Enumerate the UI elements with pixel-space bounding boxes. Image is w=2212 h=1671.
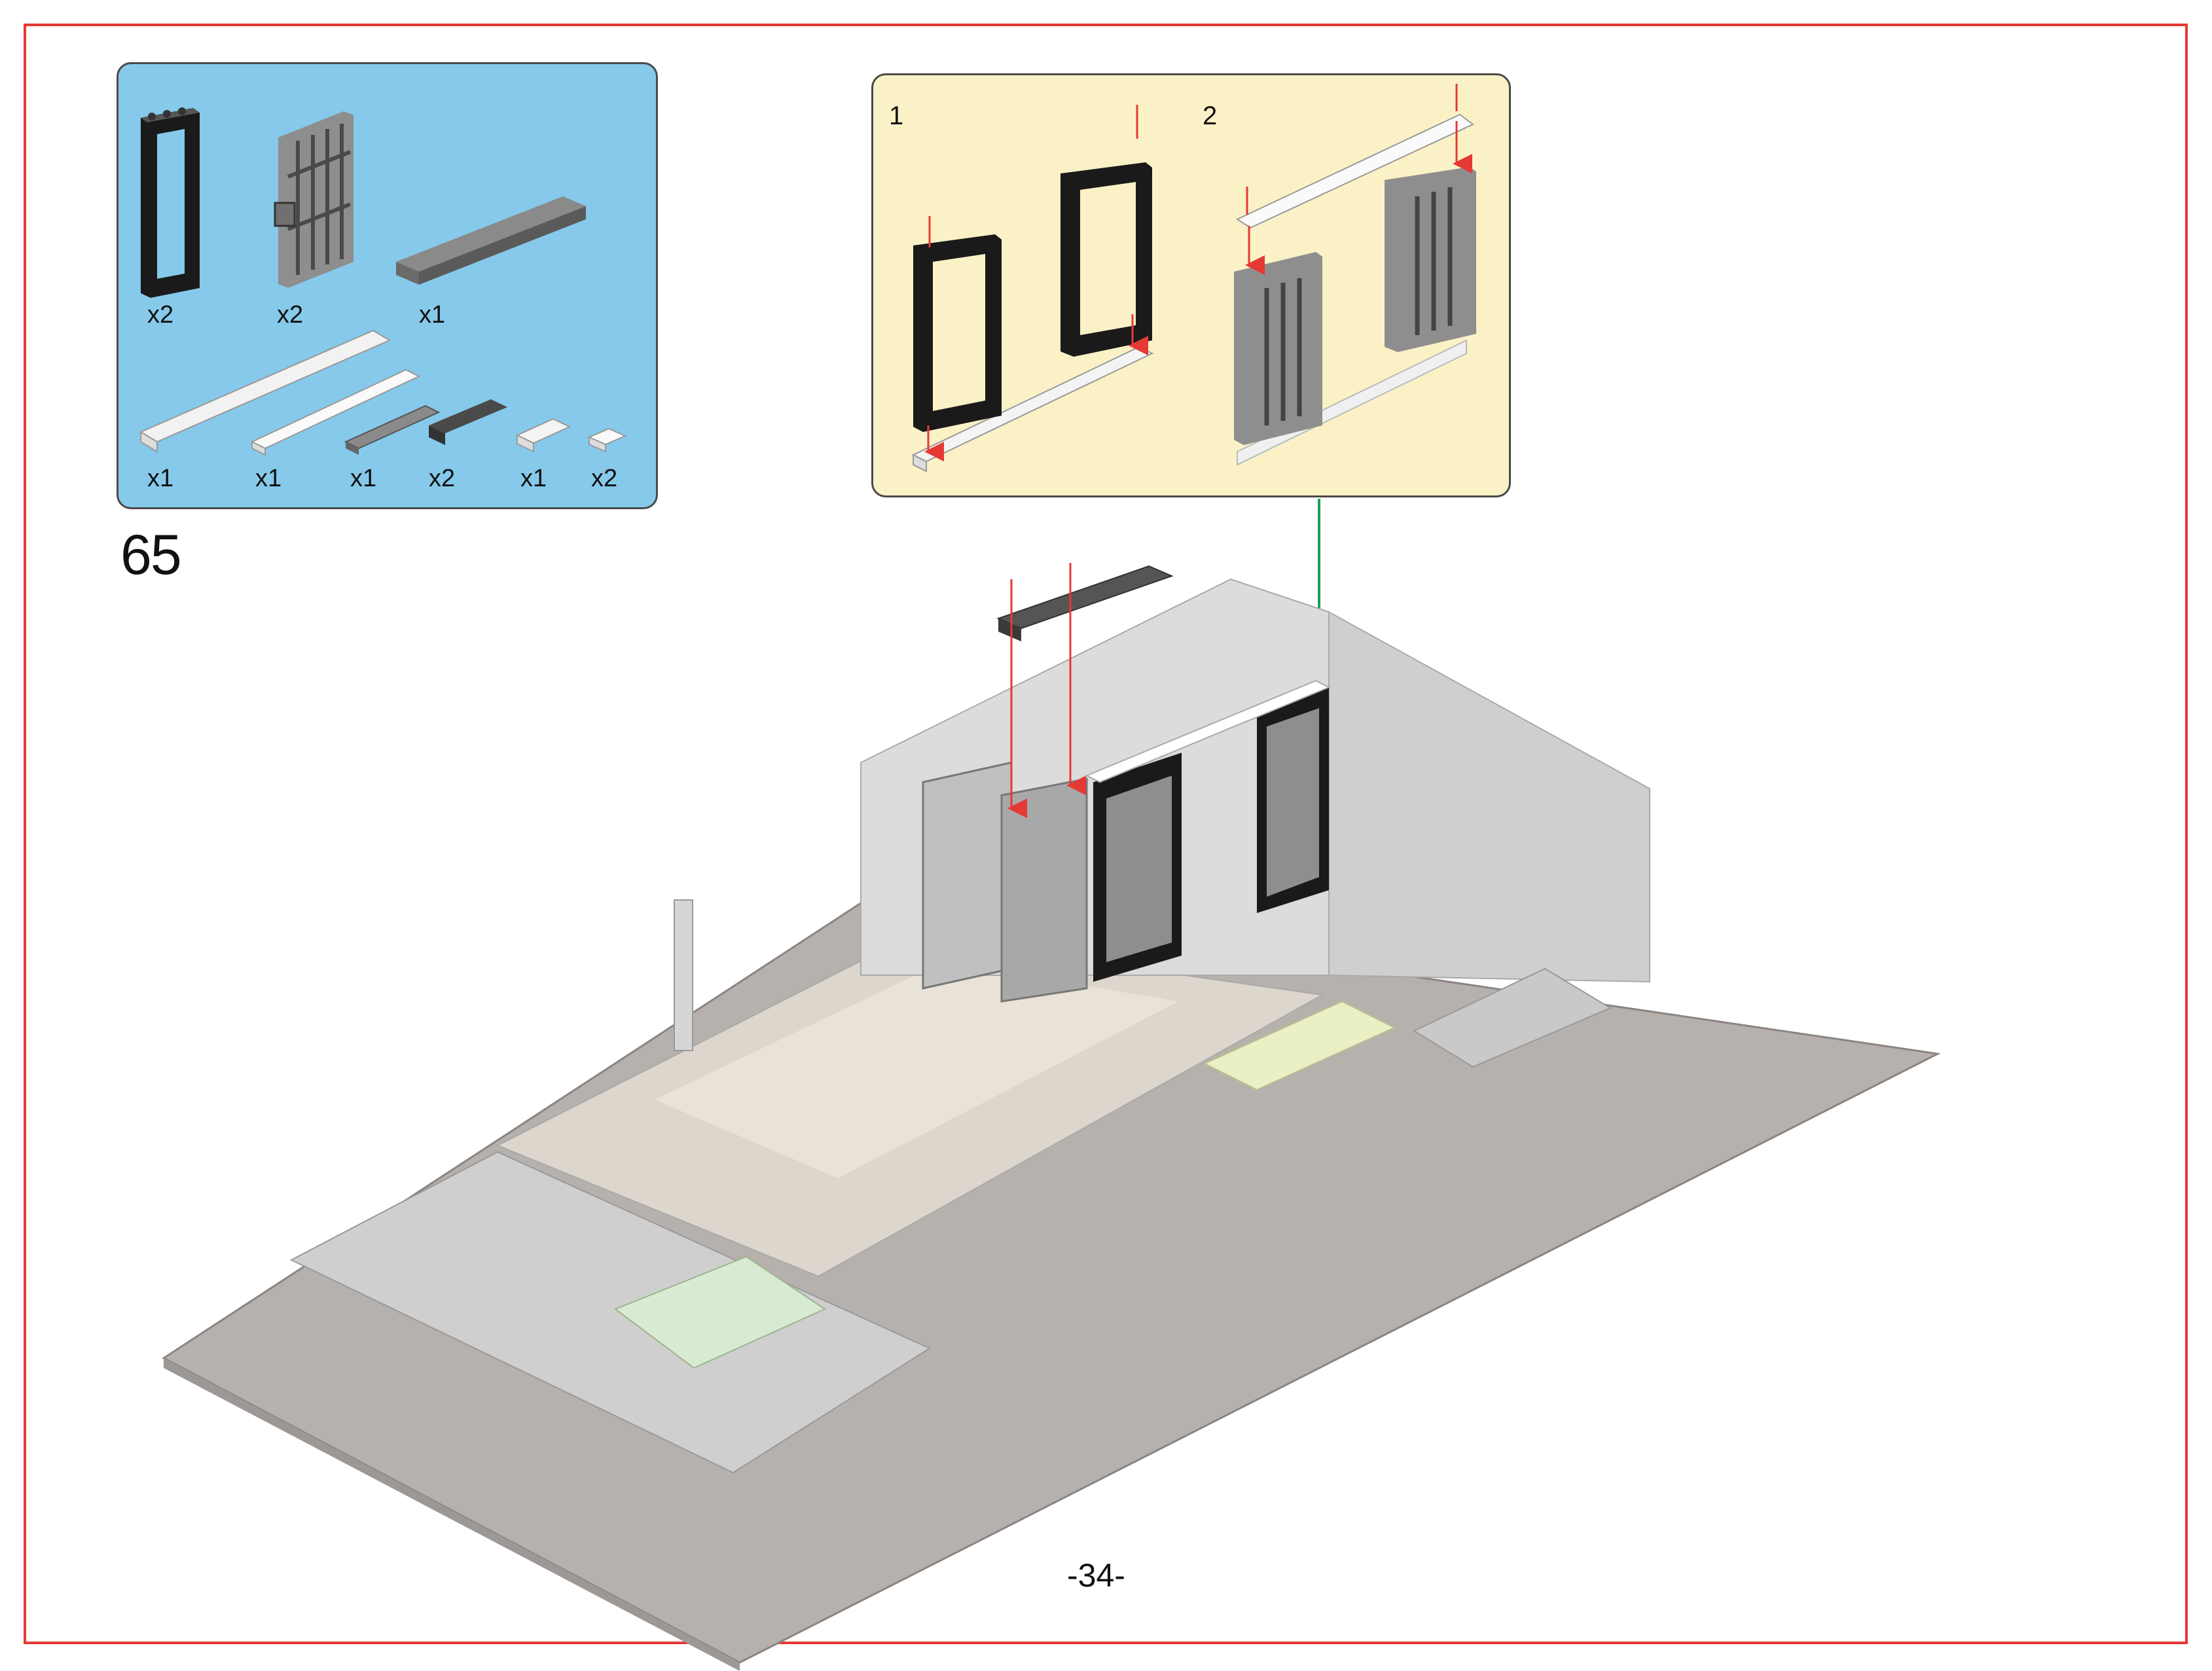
gray-tile-1x4-icon bbox=[344, 404, 441, 455]
black-door-frame-icon bbox=[141, 107, 200, 298]
qty-label: x1 bbox=[520, 465, 547, 492]
qty-label: x1 bbox=[147, 465, 174, 492]
page-number: -34- bbox=[1067, 1557, 1125, 1594]
qty-label: x1 bbox=[255, 465, 282, 492]
qty-label: x2 bbox=[429, 465, 456, 492]
subassembly-2-illustration bbox=[1234, 84, 1476, 466]
white-plate-1x12-icon bbox=[139, 329, 391, 453]
qty-label: x1 bbox=[350, 465, 377, 492]
dark-plate-1x3-icon bbox=[429, 399, 507, 445]
qty-label: x1 bbox=[419, 301, 446, 329]
white-plate-1x2-icon bbox=[515, 418, 571, 453]
step-number: 65 bbox=[120, 524, 182, 586]
substep-number: 1 bbox=[889, 101, 904, 130]
qty-label: x2 bbox=[591, 465, 618, 492]
main-model-illustration bbox=[162, 563, 1941, 1671]
qty-label: x2 bbox=[277, 301, 304, 329]
qty-label: x2 bbox=[147, 301, 174, 329]
dark-gray-plate-1x8-icon bbox=[396, 196, 586, 285]
gray-bar-door-icon bbox=[274, 111, 354, 288]
substep-number: 2 bbox=[1203, 101, 1218, 130]
page-border bbox=[24, 24, 2188, 1644]
white-tile-1x1-icon bbox=[587, 427, 627, 453]
white-tile-1x8-icon bbox=[250, 368, 421, 456]
subassembly-1-illustration bbox=[911, 105, 1154, 473]
